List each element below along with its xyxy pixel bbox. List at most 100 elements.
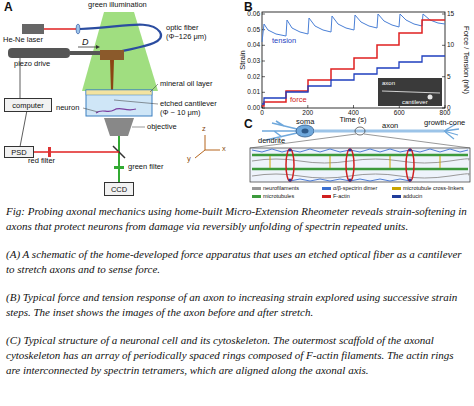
piezo-drive [8, 48, 70, 58]
zoom-line [364, 134, 470, 148]
legend-swatch [392, 187, 401, 190]
actin-ring [286, 149, 294, 181]
strain-steps [262, 20, 445, 106]
fiber-holder [100, 50, 124, 60]
part-label: growth-cone [424, 119, 465, 128]
tick-label: 10 [447, 41, 454, 48]
part-label: neuron [56, 104, 79, 113]
mineral-oil-layer [86, 90, 152, 95]
caption-block: Fig: Probing axonal mechanics using home… [6, 204, 468, 391]
axis-title: Time (s) [333, 116, 373, 125]
adducin [408, 178, 411, 181]
imaging-beam [118, 136, 120, 182]
axis-title: Force / Tension (nN) [462, 26, 471, 94]
zoom-lens [355, 127, 365, 135]
zoom-line [250, 134, 356, 148]
axis-x [205, 150, 220, 151]
series-label: force [290, 96, 307, 105]
actin-ring [406, 149, 414, 181]
tick-label: 600 [387, 109, 411, 116]
caption-paragraph: (A) A schematic of the home-developed fo… [6, 247, 468, 277]
nucleus [302, 129, 309, 134]
dimension-symbol: D [82, 37, 89, 47]
adducin [348, 178, 351, 181]
tick-label: 200 [296, 109, 320, 116]
adducin [288, 178, 291, 181]
legend-swatch [392, 195, 401, 198]
part-label: dendrite [258, 137, 285, 146]
leader-line [132, 127, 145, 128]
part-label: green filter [128, 163, 163, 172]
red-filter [48, 147, 51, 157]
box-label: CCD [111, 185, 127, 194]
legend-swatch [252, 195, 261, 198]
part-label: soma [296, 118, 314, 127]
laser-beam [44, 28, 76, 30]
caption-paragraph: (B) Typical force and tension response o… [6, 290, 468, 320]
detection-beam [34, 151, 119, 153]
part-label: piezo drive [14, 60, 50, 69]
legend-text: adducin [403, 193, 422, 200]
part-label: green illumination [88, 1, 147, 10]
legend-text: neurofilaments [263, 185, 299, 192]
legend-swatch [322, 187, 331, 190]
panel-letter: C [244, 118, 253, 132]
part-label: mineral oil layer [160, 80, 213, 89]
legend-swatch [252, 187, 261, 190]
green-filter [114, 166, 124, 169]
legend-text: α/β-spectrin dimer [333, 185, 377, 192]
part-label: etched cantilever (Φ ~ 10 μm) [160, 100, 222, 117]
tick-label: 0.05 [240, 26, 260, 33]
signal-wire [20, 112, 27, 146]
box-label: PSD [11, 148, 26, 157]
axon-cylinder [250, 148, 470, 182]
tick-label: 15 [447, 10, 454, 17]
petri-dish [86, 90, 152, 116]
part-label: objective [147, 123, 177, 132]
series-label: tension [272, 37, 296, 46]
device-box: PSD [4, 146, 34, 158]
legend-swatch [322, 195, 331, 198]
microtubule [252, 168, 468, 171]
tick-label: 0.00 [240, 104, 260, 111]
axis-ticks [262, 14, 445, 108]
tick-label: 0.02 [240, 73, 260, 80]
adducin [348, 148, 351, 151]
laser-body [22, 24, 44, 34]
soma [296, 125, 314, 137]
inset-cantilever [428, 95, 433, 100]
tick-label: 800 [433, 109, 457, 116]
inset-axon [382, 91, 440, 93]
adducin [408, 148, 411, 151]
tick-label: 5 [447, 73, 451, 80]
tick-label: 0.06 [240, 10, 260, 17]
tick-label: 0.04 [240, 41, 260, 48]
piezo-arm [70, 51, 100, 55]
part-label: axon [382, 122, 398, 131]
objective-lens [104, 118, 134, 136]
device-box: CCD [104, 182, 134, 196]
tick-label: 0.03 [240, 57, 260, 64]
axis-y [195, 150, 205, 158]
axis-z [205, 135, 206, 150]
inset-label: axon [382, 80, 395, 87]
tick-label: 0 [250, 109, 274, 116]
axis-title: Strain [239, 50, 248, 70]
legend-text: F-actin [333, 193, 350, 200]
part-label: He-Ne laser [3, 36, 43, 45]
adducin [288, 148, 291, 151]
plot-frame [262, 12, 445, 108]
coupling-lens [76, 24, 80, 34]
actin-ring [346, 149, 354, 181]
legend-text: microtubule cross-linkers [403, 185, 464, 192]
tick-label: 0.01 [240, 88, 260, 95]
axis-name: x [222, 145, 226, 154]
axis-name: y [187, 155, 191, 164]
inset-label: cantilever [402, 99, 428, 106]
leader-line [83, 108, 98, 112]
axon-shaft [314, 130, 444, 133]
neurofilaments [252, 159, 470, 178]
inset-image [378, 78, 442, 106]
leader-line [114, 100, 158, 104]
